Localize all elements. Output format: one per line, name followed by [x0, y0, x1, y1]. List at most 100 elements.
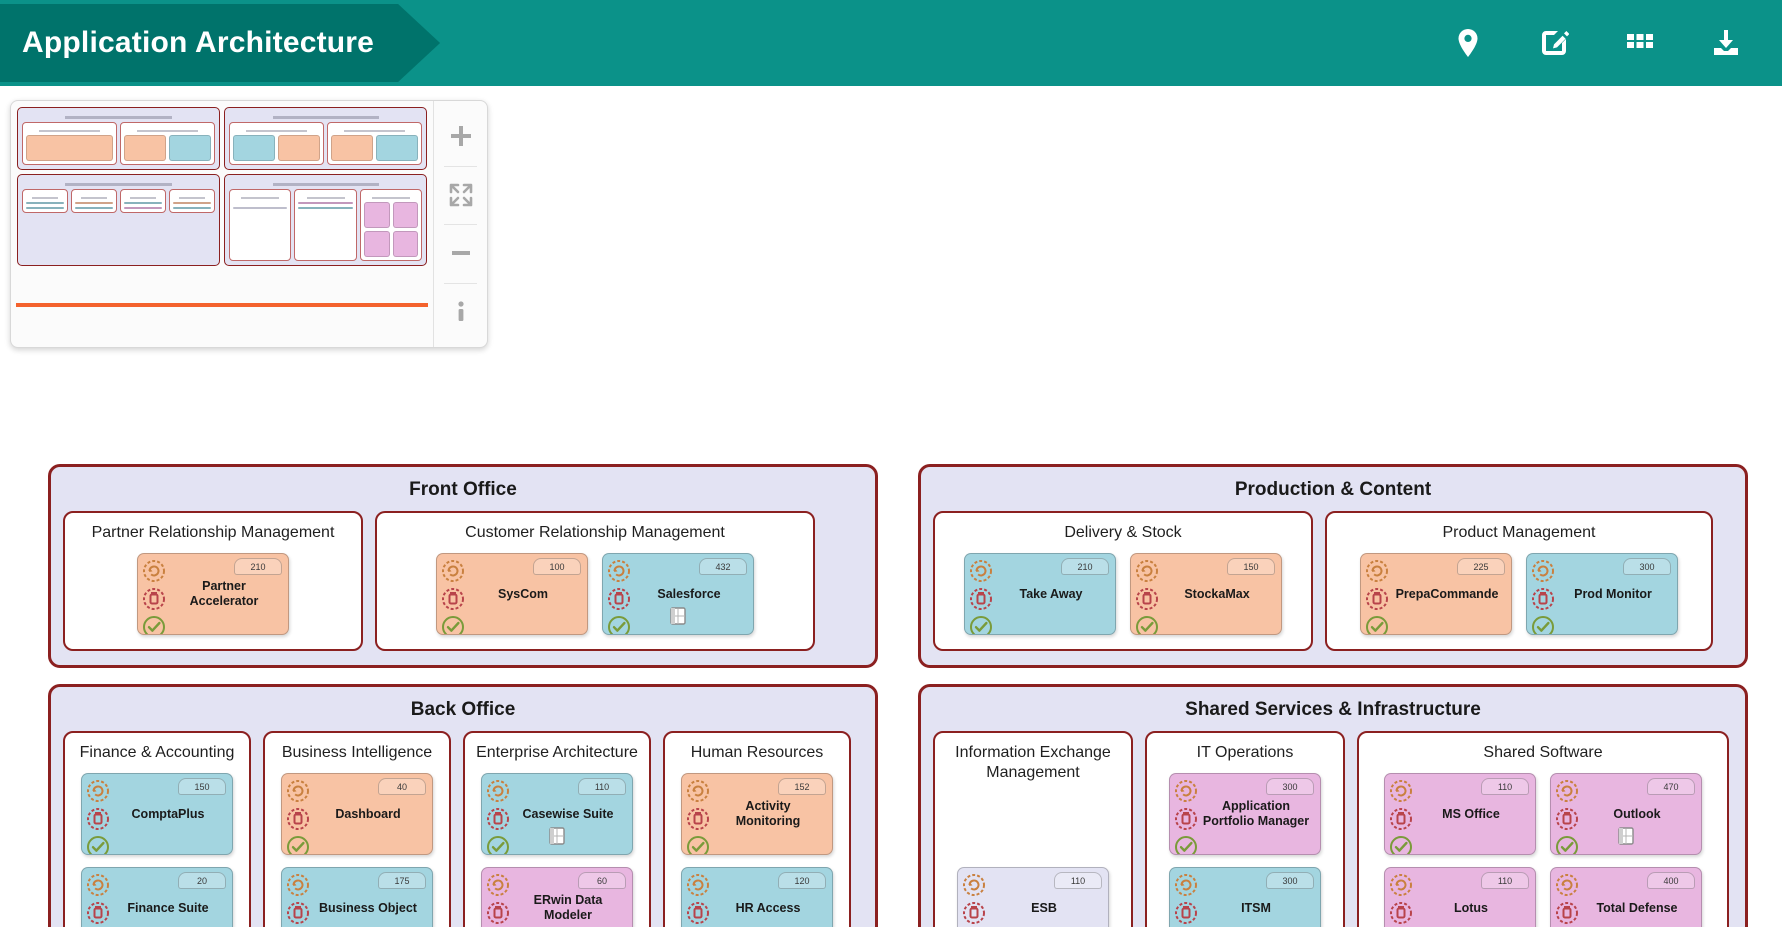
- application-metric-badge: 300: [1623, 558, 1671, 575]
- subdomain-title: Product Management: [1442, 524, 1596, 541]
- application-name: ComptaPlus: [131, 806, 205, 821]
- application-metric-badge: 110: [1054, 872, 1102, 889]
- application-status-icons: [85, 778, 111, 854]
- criticality-icon: [1556, 808, 1578, 830]
- application-metric-badge: 432: [699, 558, 747, 575]
- edit-square-icon[interactable]: [1534, 23, 1574, 63]
- zoom-in-button[interactable]: [434, 107, 487, 166]
- criticality-icon: [442, 588, 464, 610]
- status-check-icon: [1366, 616, 1388, 634]
- criticality-icon: [608, 588, 630, 610]
- application-name: Business Object: [319, 900, 417, 915]
- minimap-subdomain: [71, 189, 118, 213]
- minimap-subdomain: [229, 189, 292, 261]
- minimap-subdomain: [359, 189, 423, 261]
- minimap-subdomain: [22, 189, 69, 213]
- lifecycle-icon: [487, 874, 509, 896]
- subdomain-title: Customer Relationship Management: [465, 524, 725, 541]
- application-extra-icon[interactable]: [670, 607, 686, 630]
- subdomain-title: Partner Relationship Management: [91, 524, 335, 541]
- zoom-out-button[interactable]: [434, 224, 487, 283]
- application-name: HR Access: [735, 900, 801, 915]
- application-name: PrepaCommande: [1395, 586, 1499, 601]
- application-status-icons: [606, 558, 632, 634]
- status-check-icon: [1390, 836, 1412, 854]
- application-status-icons: [1364, 558, 1390, 634]
- download-import-icon[interactable]: [1706, 23, 1746, 63]
- status-check-icon: [143, 616, 165, 634]
- status-check-icon: [1136, 616, 1158, 634]
- status-check-icon: [1532, 616, 1554, 634]
- minimap-group-shared-services: [224, 174, 428, 266]
- minimap-viewport-indicator[interactable]: [16, 303, 429, 307]
- application-metric-badge: 210: [234, 558, 282, 575]
- application-status-icons: [85, 872, 111, 927]
- application-status-icons: [1554, 778, 1580, 854]
- page-title: Application Architecture: [22, 26, 375, 59]
- criticality-icon: [487, 808, 509, 830]
- criticality-icon: [1532, 588, 1554, 610]
- fit-to-screen-button[interactable]: [434, 165, 487, 225]
- application-extra-icon[interactable]: [549, 827, 565, 850]
- subdomain-title: Delivery & Stock: [1064, 524, 1182, 541]
- application-status-icons: [440, 558, 466, 634]
- grid-apps-icon[interactable]: [1620, 23, 1660, 63]
- minimap-overview-panel[interactable]: [10, 100, 488, 348]
- criticality-icon: [1390, 902, 1412, 924]
- linked-diagram-icon: [1618, 827, 1634, 845]
- minimap-canvas[interactable]: [11, 101, 433, 347]
- app-header: Application Architecture: [0, 0, 1782, 86]
- application-extra-icon[interactable]: [1618, 827, 1634, 850]
- application-metric-badge: 175: [378, 872, 426, 889]
- info-button[interactable]: [434, 282, 487, 342]
- lifecycle-icon: [143, 560, 165, 582]
- location-pin-icon[interactable]: [1448, 23, 1488, 63]
- application-metric-badge: 150: [1227, 558, 1275, 575]
- lifecycle-icon: [687, 874, 709, 896]
- application-name: MS Office: [1442, 806, 1500, 821]
- subdomain-title: Information Exchange Management: [955, 744, 1111, 781]
